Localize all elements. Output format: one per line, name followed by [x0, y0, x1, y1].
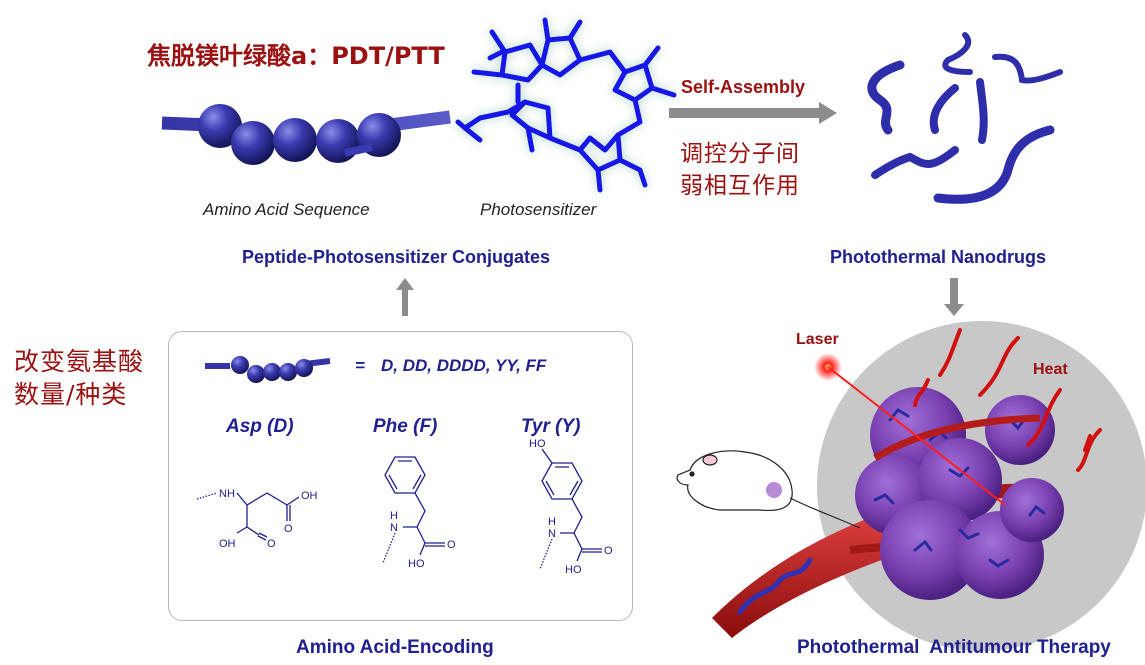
atom-label: HO — [565, 564, 582, 576]
sequence-variants: D, DD, DDDD, YY, FF — [381, 356, 547, 375]
phe-structure: H N O HO — [382, 456, 456, 570]
atom-label: NH — [219, 488, 235, 500]
atom-label: O — [447, 539, 456, 551]
nanofibers-graphic — [867, 32, 1063, 204]
atom-label: H — [390, 510, 398, 522]
atom-label: O — [267, 538, 276, 550]
nanofiber — [942, 32, 973, 75]
therapy-label: Photothermal Antitumour Therapy — [797, 637, 1111, 658]
atom-label: HO — [408, 558, 425, 570]
tyr-structure: HO H N O HO — [529, 438, 613, 576]
atom-label: H — [548, 516, 556, 528]
bead — [231, 121, 275, 165]
bead — [316, 119, 360, 163]
atom-label: OH — [301, 490, 318, 502]
atom-label: HO — [529, 438, 546, 450]
atom-label: O — [604, 545, 613, 557]
nanofiber — [867, 60, 905, 135]
bead — [198, 104, 242, 148]
self-assembly-arrow-icon — [669, 102, 837, 124]
nanodrugs-label: Photothermal Nanodrugs — [830, 247, 1047, 267]
title-chinese: 焦脱镁叶绿酸a：PDT/PTT — [147, 42, 445, 70]
heat-label: Heat — [1033, 361, 1068, 378]
nanofiber — [929, 84, 959, 134]
self-assembly-label: Self-Assembly — [681, 77, 806, 97]
nanofiber — [976, 78, 988, 144]
therapy-illustration — [676, 321, 1145, 651]
amino-acid-name: Asp (D) — [226, 416, 294, 437]
assembly-note-line2: 弱相互作用 — [680, 173, 800, 199]
laser-label: Laser — [796, 331, 839, 348]
nanofiber — [871, 146, 959, 179]
laser-beam — [827, 366, 1006, 506]
heat-waves — [913, 328, 1102, 472]
asp-structure: NH OH O OH O — [196, 488, 318, 550]
amino-acid-encoding-label: Amino Acid-Encoding — [296, 637, 494, 658]
atom-label: O — [284, 523, 293, 535]
small-bead-chain-icon — [205, 356, 331, 383]
atom-label: N — [390, 522, 398, 534]
left-note-line1: 改变氨基酸 — [14, 347, 145, 376]
nanofiber — [933, 125, 1055, 204]
amino-acid-sequence-graphic — [161, 104, 451, 165]
nanofiber — [992, 53, 1063, 84]
down-arrow-icon — [944, 278, 964, 316]
amino-acid-name: Tyr (Y) — [521, 416, 581, 437]
photosensitizer-caption: Photosensitizer — [480, 200, 597, 219]
assembly-note-line1: 调控分子间 — [680, 141, 800, 167]
atom-label: N — [548, 528, 556, 540]
amino-acid-encoding-panel — [168, 331, 633, 621]
photosensitizer-graphic — [455, 17, 677, 193]
up-arrow-icon — [396, 278, 414, 316]
mouse-icon — [676, 450, 861, 529]
blood-vessel — [712, 510, 910, 638]
atom-label: OH — [219, 538, 236, 550]
amino-acid-name: Phe (F) — [373, 416, 438, 437]
left-note-line2: 数量/种类 — [14, 380, 128, 409]
conjugates-label: Peptide-Photosensitizer Conjugates — [242, 247, 551, 267]
amino-acid-sequence-caption: Amino Acid Sequence — [203, 200, 370, 219]
sequence-equals: = — [355, 356, 365, 375]
bead — [273, 118, 317, 162]
